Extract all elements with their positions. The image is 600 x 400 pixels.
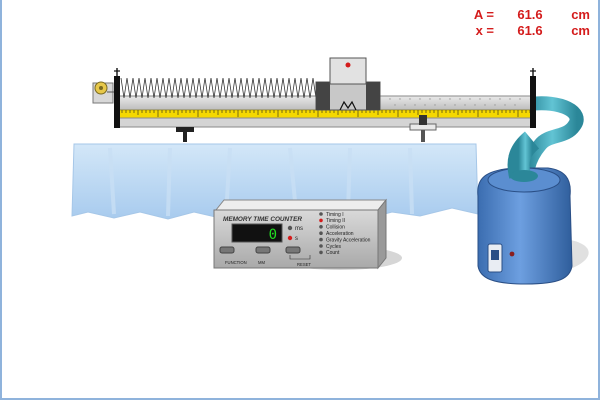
mode-label: Count [326,250,340,256]
frame-left-border [0,0,2,400]
mode-led [319,244,323,248]
counter-display-value: 0 [269,227,277,243]
unit-led-s [287,235,293,241]
amplitude-label: A = [473,7,494,22]
mode-led [319,218,323,223]
right-end-post [530,68,536,128]
track-support-foot [176,127,194,142]
frame-bottom-border [0,398,600,400]
unit-led-ms [287,225,293,231]
memory-time-counter: MEMORY TIME COUNTER 0 ms s Timing ITimin… [213,198,388,270]
glider-cart[interactable] [315,57,381,111]
function-button[interactable] [219,246,235,254]
position-label: x = [475,23,494,38]
reset-button-label: RESET [297,262,311,267]
position-value: 61.6 [517,23,543,38]
function-button-label: FUNCTION [225,260,247,265]
air-hose [521,96,584,175]
left-end-post [114,68,120,128]
mode-label: Timing I [326,212,344,218]
mode-label: Collision [326,225,345,231]
pulley-wheel [92,81,114,104]
mode-label: Acceleration [326,231,354,237]
air-blower [477,167,573,285]
counter-brand-label: MEMORY TIME COUNTER [223,216,302,223]
unit-label-s: s [295,236,298,242]
hose-collar [510,170,538,182]
reset-button[interactable] [285,246,301,254]
spring [120,77,317,99]
blower-power-led [509,251,515,257]
position-readout: x = 61.6 cm [466,23,590,38]
mode-led [319,231,323,235]
mode-led [319,225,323,229]
mode-label: Gravity Acceleration [326,237,371,243]
ruler-scale [115,109,533,119]
mode-led [319,212,323,216]
counter-display [231,223,283,243]
mm-button[interactable] [255,246,271,254]
photogate-sensor[interactable] [409,115,437,142]
frame-right-border [598,0,600,400]
mode-label: Cycles [326,244,342,250]
position-unit: cm [571,23,590,38]
mode-led [319,237,323,242]
mm-button-label: MM [258,260,265,265]
unit-label-ms: ms [295,226,303,232]
amplitude-value: 61.6 [517,7,543,22]
mode-label: Timing II [326,218,345,224]
amplitude-readout: A = 61.6 cm [466,7,590,22]
mode-led [319,250,323,255]
amplitude-unit: cm [571,7,590,22]
glider-indicator-led [345,62,351,68]
